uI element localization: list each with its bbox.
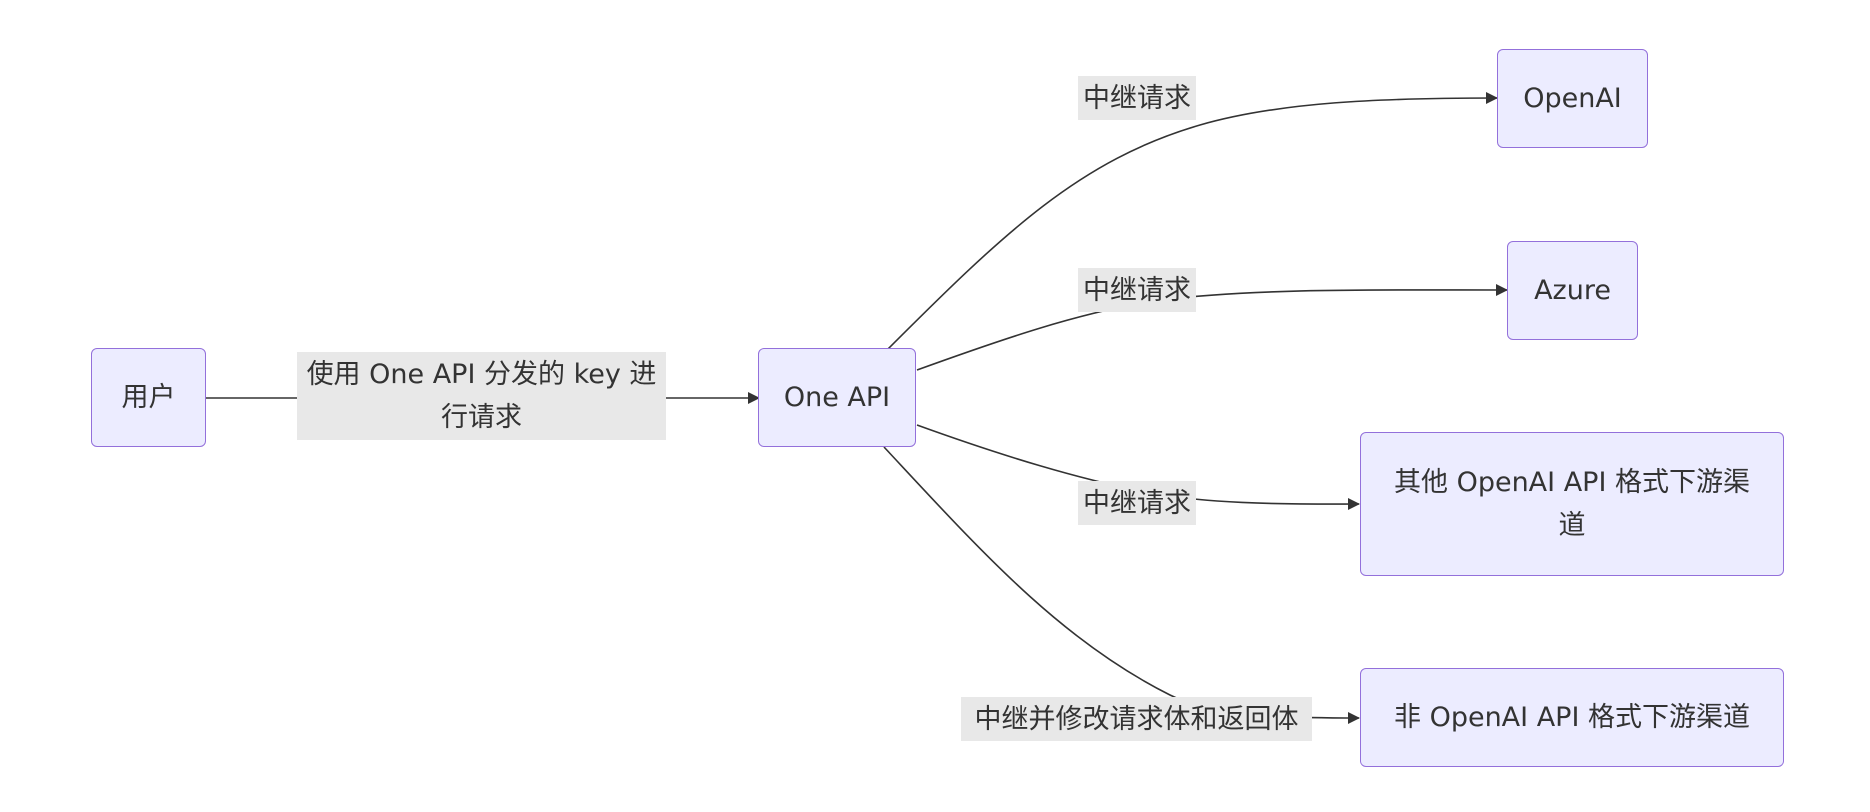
edge-label-user-to-oneapi: 使用 One API 分发的 key 进行请求 <box>297 352 666 440</box>
edge-oneapi-to-openai <box>887 92 1498 350</box>
node-azure[interactable]: Azure <box>1507 241 1638 340</box>
node-user[interactable]: 用户 <box>91 348 206 447</box>
node-openai[interactable]: OpenAI <box>1497 49 1648 148</box>
edge-label-to-non-openai: 中继并修改请求体和返回体 <box>961 697 1312 741</box>
edge-oneapi-to-azure <box>916 283 1508 371</box>
node-other-openai-format-channel[interactable]: 其他 OpenAI API 格式下游渠道 <box>1360 432 1784 576</box>
edge-label-to-other: 中继请求 <box>1078 481 1196 525</box>
edge-label-to-azure: 中继请求 <box>1078 268 1196 312</box>
edge-label-to-openai: 中继请求 <box>1078 76 1196 120</box>
node-one-api[interactable]: One API <box>758 348 916 447</box>
node-non-openai-format-channel[interactable]: 非 OpenAI API 格式下游渠道 <box>1360 668 1784 767</box>
